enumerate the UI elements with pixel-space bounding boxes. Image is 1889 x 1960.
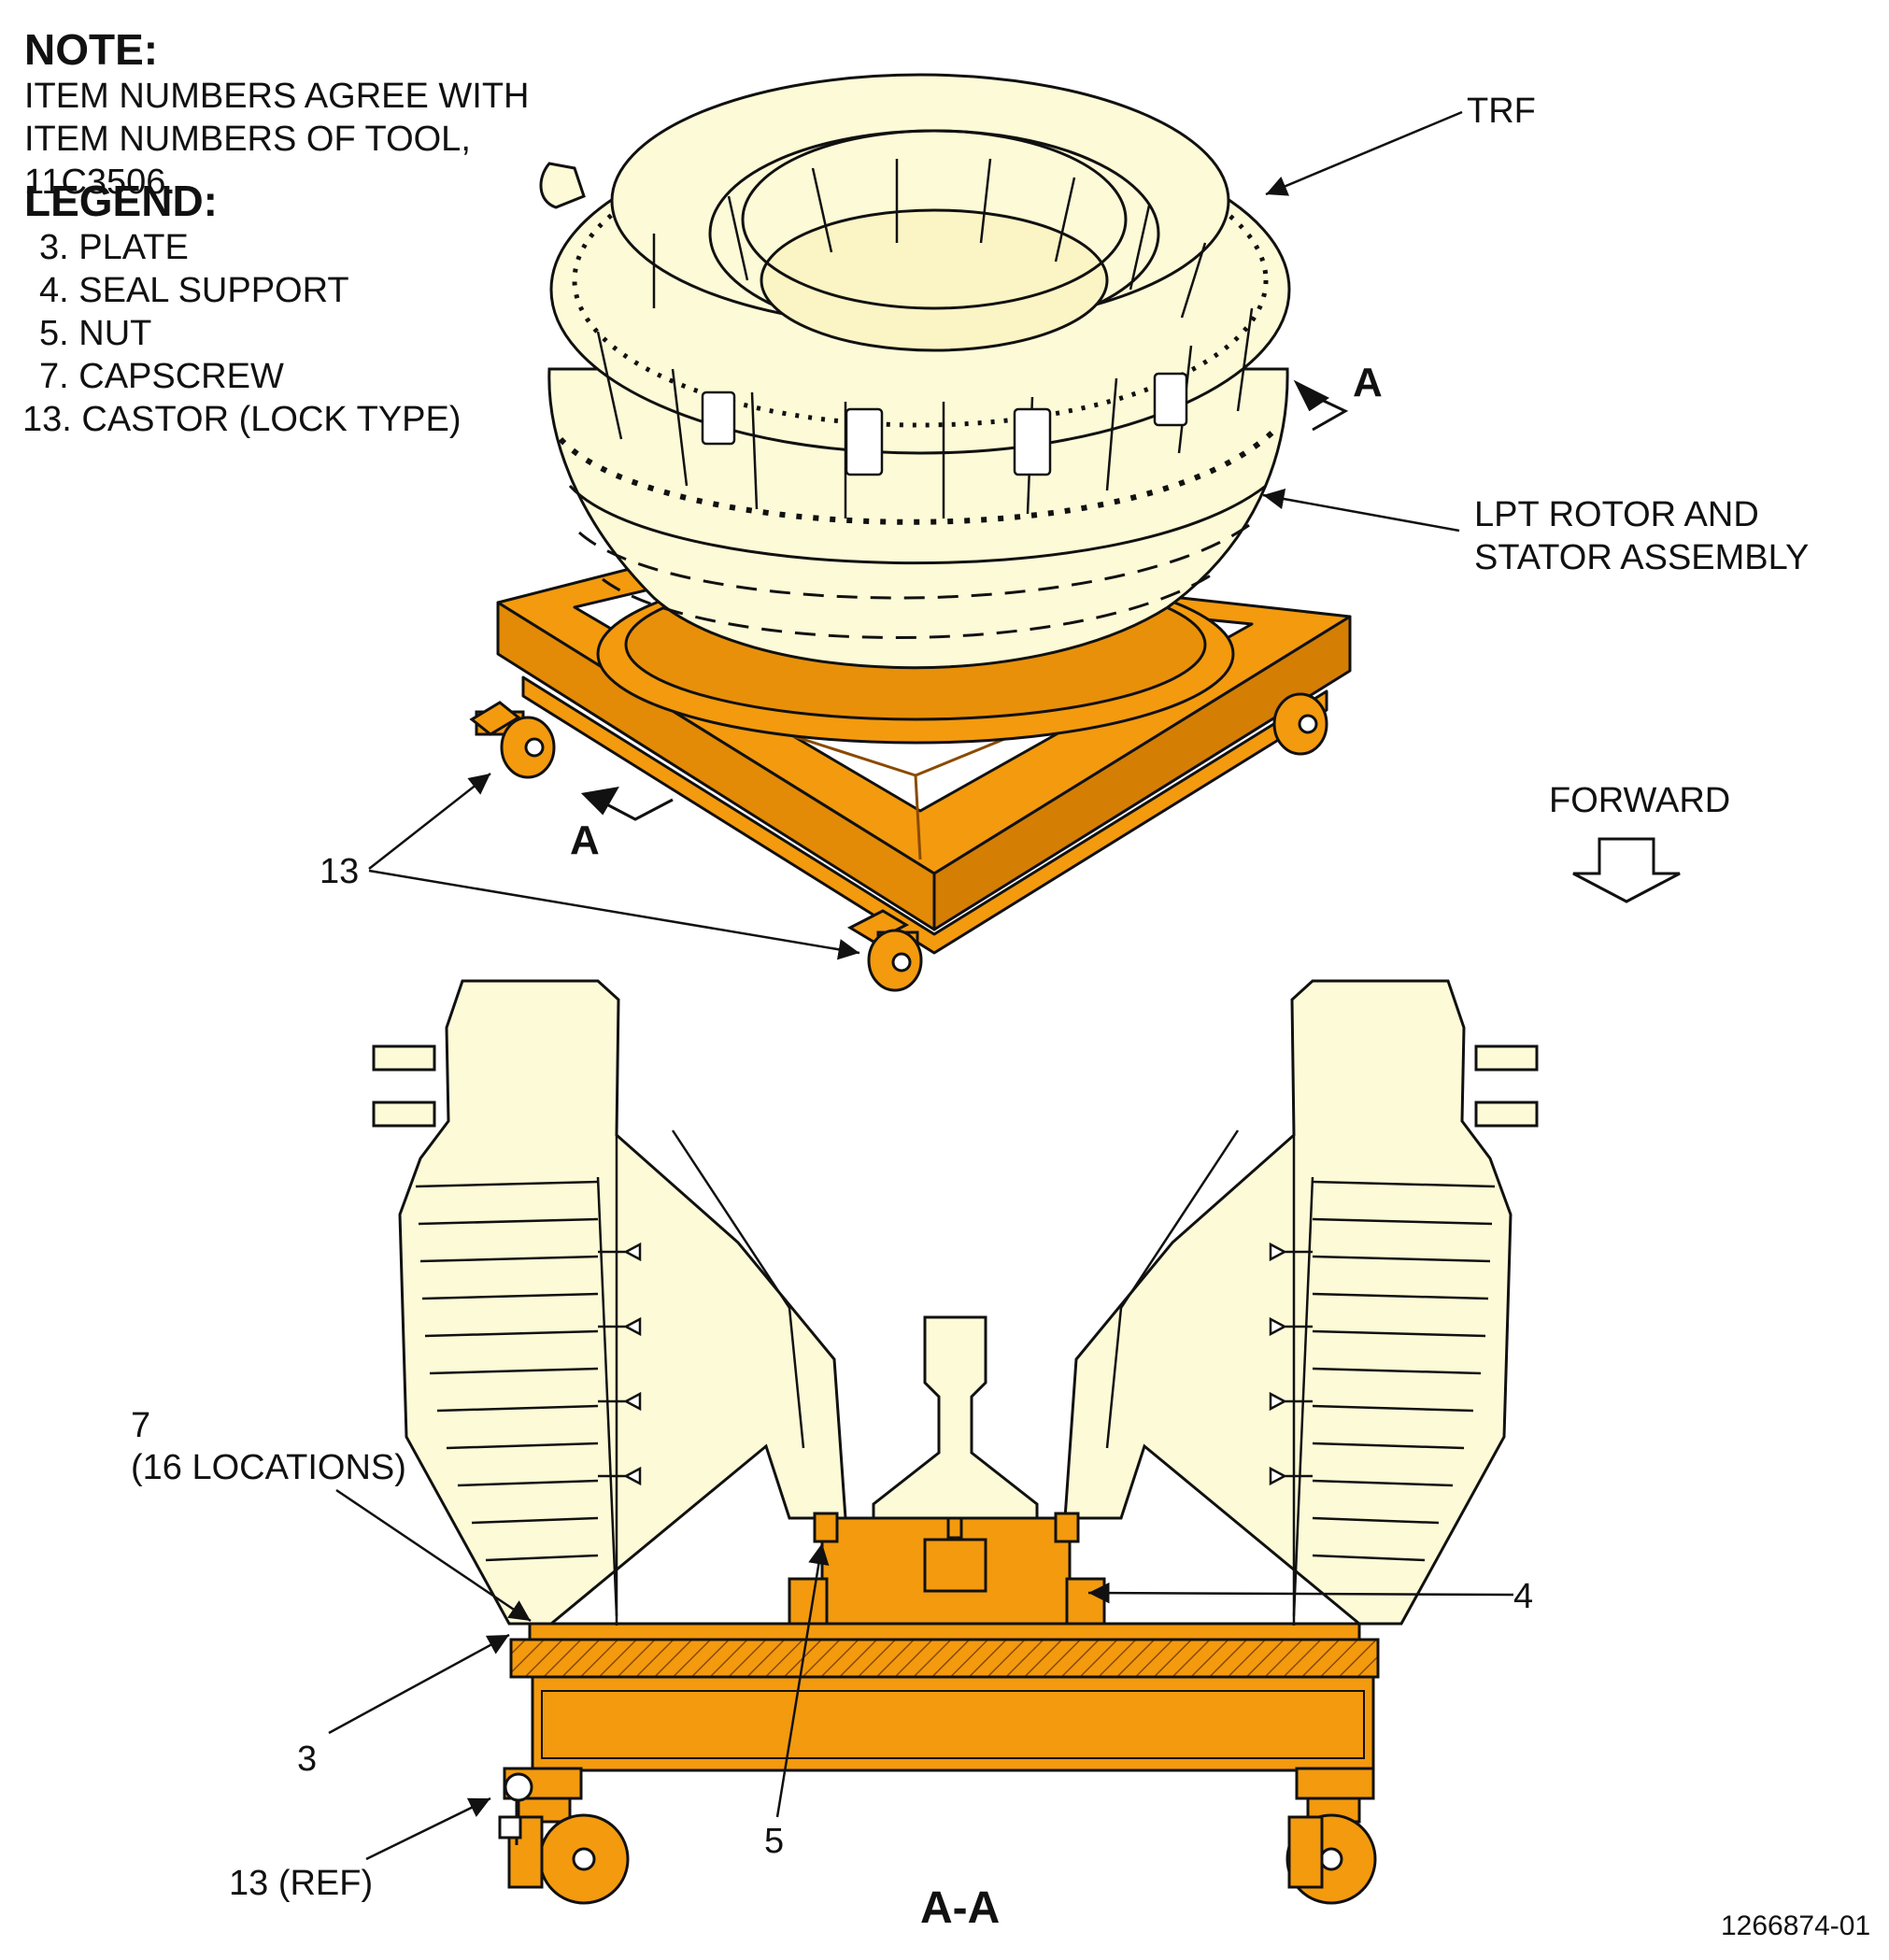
- lpt-leader: [1262, 488, 1460, 533]
- section-view-a-a: [328, 979, 1539, 1905]
- castor-left: [469, 701, 556, 779]
- lpt-assembly: [539, 73, 1291, 670]
- note-text: ITEM NUMBERS AGREE WITH ITEM NUMBERS OF …: [24, 77, 530, 202]
- callout-capscrew-number: 7: [131, 1406, 151, 1445]
- plate-leader: [328, 1633, 510, 1735]
- nut-leader: [775, 1542, 830, 1818]
- nut-left: [813, 1512, 839, 1543]
- section-marker-a-left: [580, 786, 674, 821]
- leader-lines-top: [368, 110, 1463, 960]
- note-heading: NOTE:: [24, 25, 159, 74]
- isometric-view: [368, 73, 1681, 992]
- legend-item-capscrew: 7. CAPSCREW: [39, 357, 284, 396]
- seal-support-leader: [1087, 1582, 1514, 1604]
- callout-plate: 3: [297, 1740, 318, 1779]
- callout-lpt-line2: STATOR ASSEMBLY: [1474, 538, 1810, 577]
- legend-item-plate: 3. PLATE: [39, 228, 189, 267]
- legend-item-castor: 13. CASTOR (LOCK TYPE): [22, 400, 462, 439]
- seal-support-block: [820, 1516, 1072, 1626]
- callout-capscrew-locations: (16 LOCATIONS): [131, 1448, 406, 1487]
- cart-front-right-face: [932, 615, 1352, 931]
- engine-section-left: [372, 979, 847, 1626]
- legend-item-seal-support: 4. SEAL SUPPORT: [39, 271, 349, 310]
- section-fixture: [498, 1488, 1380, 1905]
- engine-section-right: [1063, 979, 1539, 1626]
- castor-right: [1272, 692, 1328, 756]
- forward-arrow: [1572, 837, 1681, 903]
- trf-leader: [1265, 110, 1463, 196]
- callout-nut: 5: [764, 1822, 785, 1861]
- callout-castor: 13: [320, 852, 360, 891]
- legend-item-nut: 5. NUT: [39, 314, 152, 353]
- callout-forward: FORWARD: [1549, 781, 1731, 820]
- lifting-lug: [539, 162, 586, 209]
- callout-trf: TRF: [1467, 92, 1536, 131]
- cart-lower-frame: [521, 675, 1328, 955]
- leader-lines-section: [328, 1488, 1514, 1861]
- section-letter-a-left: A: [570, 817, 600, 863]
- capscrew-leader: [335, 1488, 532, 1623]
- castor-front: [846, 909, 923, 992]
- drawing-number: 1266874-01: [1721, 1910, 1871, 1941]
- nut-right: [1054, 1512, 1080, 1543]
- callout-seal-support: 4: [1513, 1577, 1534, 1616]
- callout-lpt-line1: LPT ROTOR AND: [1474, 495, 1759, 534]
- castor-ref-leader: [365, 1797, 491, 1861]
- center-shaft: [872, 1315, 1039, 1520]
- section-title: A-A: [920, 1883, 1001, 1933]
- section-marker-a-top: [1293, 379, 1349, 432]
- legend-heading: LEGEND:: [24, 177, 218, 225]
- castor-leader-2: [368, 869, 860, 960]
- section-letter-a-top: A: [1353, 360, 1383, 405]
- plate-hatched: [509, 1638, 1380, 1679]
- callout-castor-ref: 13 (REF): [229, 1864, 374, 1903]
- castor-leader-1: [368, 773, 491, 870]
